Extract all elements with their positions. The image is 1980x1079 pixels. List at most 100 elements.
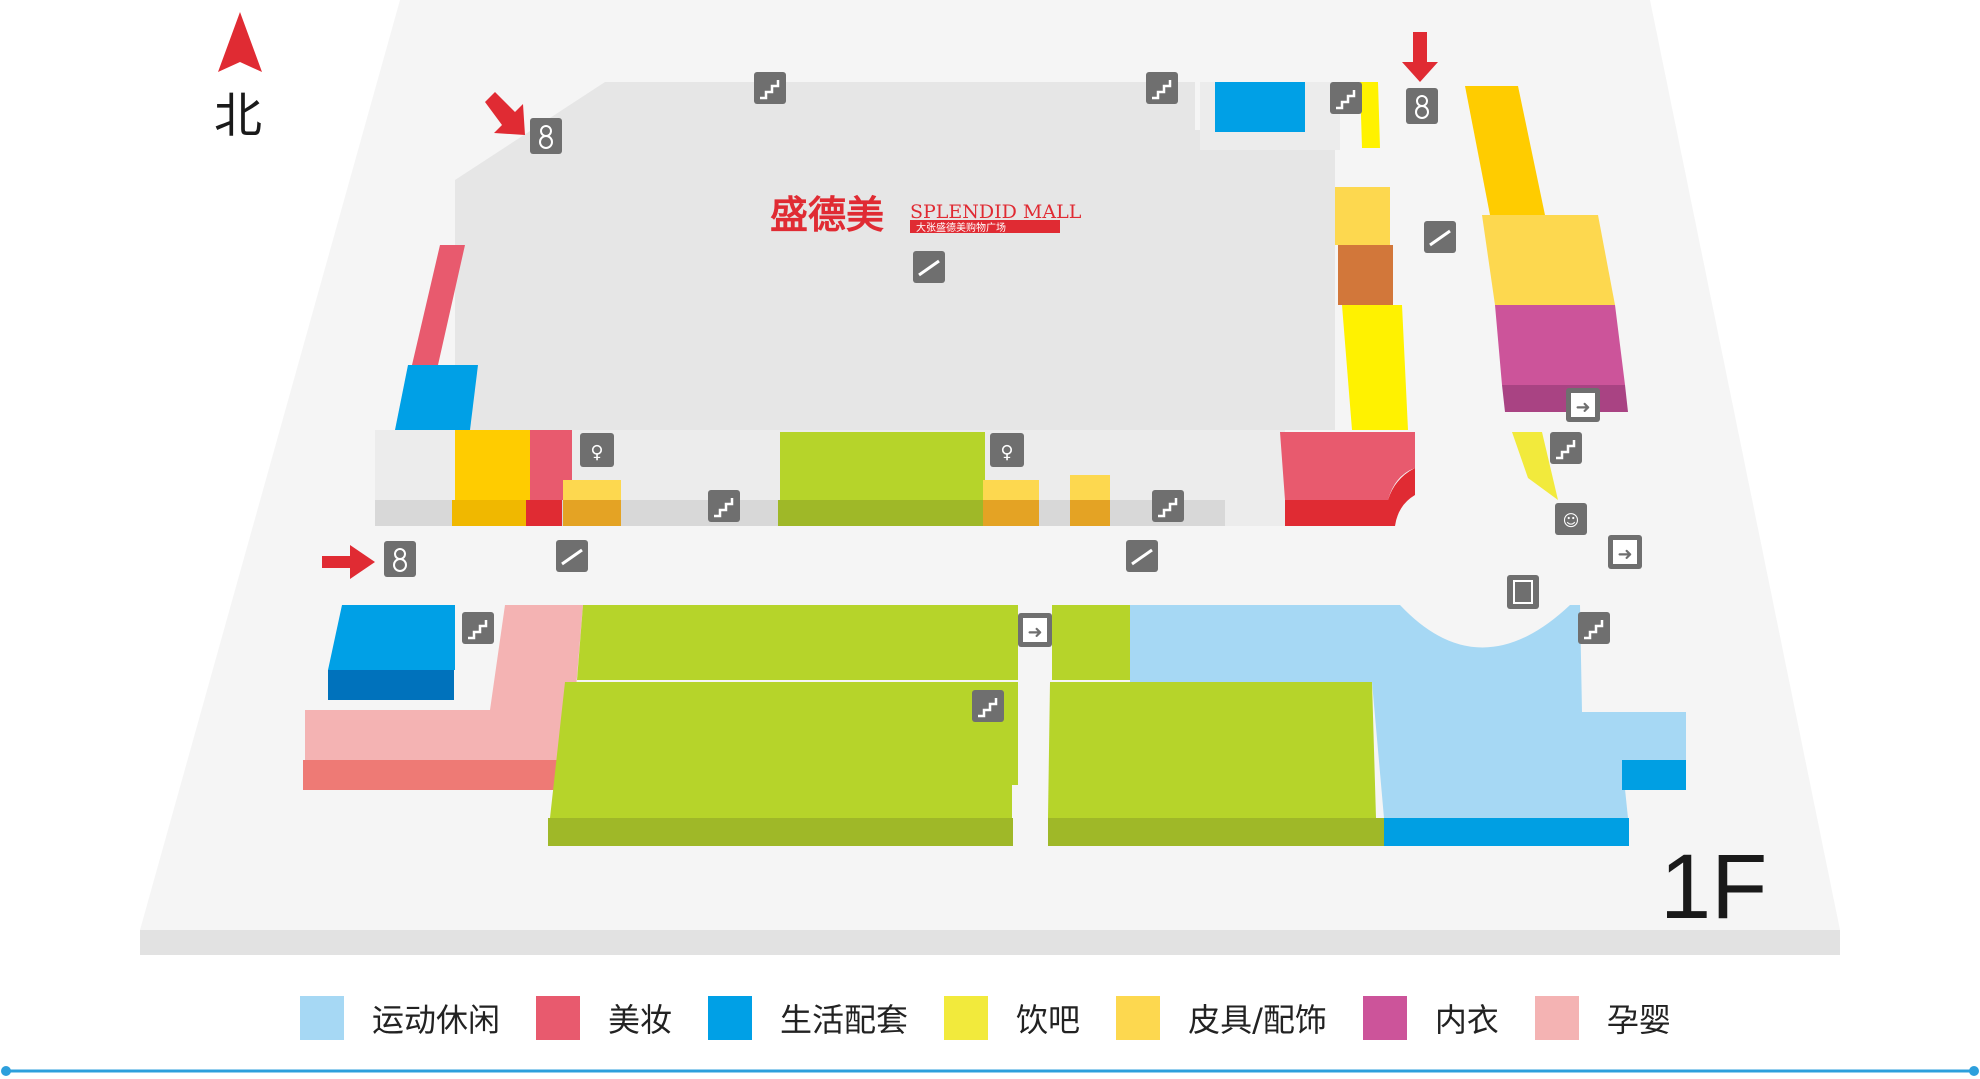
shop-lingerie (1495, 305, 1625, 385)
legend-item-beauty: 美妆 (536, 995, 672, 1041)
stairs-icon (1578, 612, 1610, 644)
svg-text:➜: ➜ (1617, 544, 1632, 565)
legend-underline-end-right (1969, 1066, 1979, 1076)
legend-swatch (1116, 996, 1161, 1040)
legend: 运动休闲 美妆 生活配套 饮吧 皮具/配饰 内衣 孕婴 (300, 995, 1707, 1041)
stairs-icon (1152, 490, 1184, 522)
legend-label: 运动休闲 (372, 1001, 501, 1039)
shop-sports-leisure (1130, 605, 1686, 818)
legend-swatch (1362, 996, 1407, 1040)
mall-logo-cn: 盛德美 (770, 193, 884, 237)
restroom-icon: ♀ (580, 433, 614, 467)
shop-leather-4-base (1070, 500, 1110, 526)
shop-baby-base (303, 760, 558, 790)
right-corridor-block (1225, 430, 1285, 526)
shop-sports-center (780, 432, 985, 500)
shop-leather-1 (455, 430, 535, 500)
legend-item-living: 生活配套 (708, 995, 908, 1041)
entrance-icon (1507, 575, 1539, 609)
shop-living-lower-base (328, 670, 454, 700)
shop-bar-far (1512, 432, 1558, 500)
escalator-icon (1126, 540, 1158, 572)
stairs-icon (1550, 432, 1582, 464)
legend-swatch (1534, 996, 1579, 1040)
shop-lingerie-base (1502, 385, 1628, 412)
legend-label: 美妆 (608, 1001, 673, 1039)
emergency-exit-icon: ➜ (1566, 388, 1600, 422)
svg-text:♀: ♀ (1000, 442, 1013, 463)
shop-leather-4 (1070, 475, 1110, 500)
stairs-icon (972, 690, 1004, 722)
stairs-icon (1146, 72, 1178, 104)
mall-logo-bar (910, 220, 1060, 233)
north-arrow-icon (218, 12, 262, 72)
shop-beauty-right (1280, 432, 1415, 500)
mall-logo-sub: 大张盛德美购物广场 (916, 221, 1006, 234)
legend-swatch (944, 996, 989, 1040)
stairs-icon (462, 612, 494, 644)
legend-label: 生活配套 (780, 1001, 909, 1039)
elevator-icon (530, 118, 562, 154)
legend-label: 孕婴 (1606, 1001, 1671, 1039)
entrance-arrow-w (322, 545, 375, 579)
shop-sports-lower-1 (577, 605, 1018, 680)
svg-text:➜: ➜ (1027, 622, 1042, 643)
escalator-icon (1424, 221, 1456, 253)
upper-hall (455, 82, 1335, 495)
legend-underline-end-left (1, 1066, 11, 1076)
shop-beauty-left (412, 245, 465, 365)
floor-label: 1F (1660, 836, 1768, 938)
legend-item-sports: 运动休闲 (300, 995, 500, 1041)
elevator-icon (1406, 88, 1438, 124)
shop-leather-2-base (563, 500, 621, 526)
elevator-icon (384, 541, 416, 577)
stairs-icon (1330, 82, 1362, 114)
shop-leather-right-1 (1335, 187, 1390, 245)
shop-leather-far-2 (1482, 215, 1615, 305)
legend-label: 皮具/配饰 (1188, 1001, 1327, 1039)
shop-sports-center-base (778, 500, 985, 526)
shop-leather-3 (983, 480, 1039, 500)
shop-leather-2 (563, 480, 621, 500)
emergency-exit-icon: ➜ (1018, 613, 1052, 647)
svg-text:☺: ☺ (1563, 511, 1580, 530)
north-label: 北 (214, 88, 263, 144)
entrance-arrow-n (1402, 32, 1438, 82)
shop-sports-lower-2-base (548, 818, 1013, 846)
floor-base (140, 930, 1840, 955)
shop-baby (305, 605, 583, 760)
shop-leather-1-base (452, 500, 535, 526)
entrance-arrow-nw (485, 92, 525, 135)
shop-beauty-right-base (1285, 468, 1415, 526)
shop-sports-lower-4 (1048, 682, 1376, 818)
escalator-icon (913, 251, 945, 283)
legend-swatch (536, 996, 581, 1040)
escalator-icon (556, 540, 588, 572)
service-desk-icon: ☺ (1555, 503, 1587, 535)
stairs-icon (708, 490, 740, 522)
legend-swatch (300, 996, 344, 1040)
legend-item-lingerie: 内衣 (1362, 995, 1499, 1041)
legend-label: 饮吧 (1016, 1001, 1081, 1039)
shop-leather-3-base (983, 500, 1039, 526)
shop-living-top (1215, 82, 1305, 132)
svg-text:♀: ♀ (590, 442, 603, 463)
restroom-icon: ♀ (990, 433, 1024, 467)
shop-living-lower (328, 605, 455, 670)
mall-logo-en: SPLENDID MALL (910, 201, 1082, 223)
shop-living-left (395, 365, 478, 430)
shop-bar-right (1342, 305, 1408, 430)
legend-item-bar: 饮吧 (944, 995, 1080, 1041)
legend-item-baby: 孕婴 (1534, 995, 1671, 1041)
shop-sports-leisure-base-2 (1622, 760, 1686, 790)
legend-swatch (708, 996, 753, 1040)
emergency-exit-icon: ➜ (1608, 535, 1642, 569)
shop-sports-leisure-base (1384, 818, 1629, 846)
stairs-icon (754, 72, 786, 104)
svg-text:➜: ➜ (1575, 397, 1590, 418)
shop-sports-lower-3 (1052, 605, 1132, 680)
legend-item-leather: 皮具/配饰 (1116, 995, 1327, 1041)
shop-leather-far-1 (1465, 86, 1545, 215)
